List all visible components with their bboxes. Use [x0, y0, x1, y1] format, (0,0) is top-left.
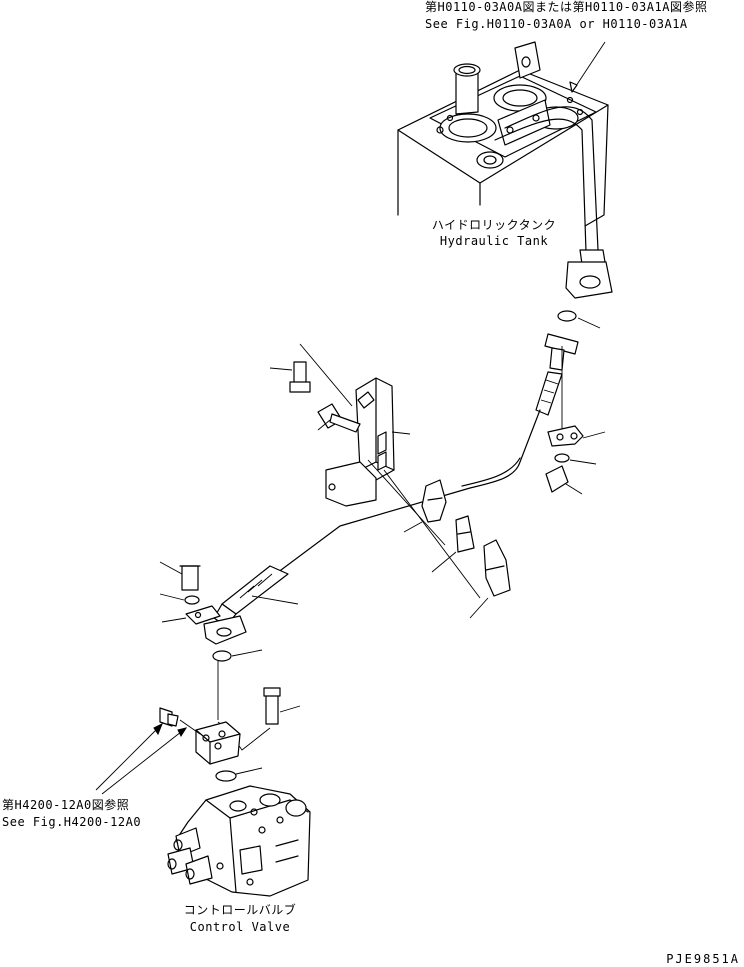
- hydraulic-tank-label-en: Hydraulic Tank: [439, 234, 549, 248]
- upper-hose-fitting: [535, 333, 579, 416]
- mounting-bracket: [325, 377, 395, 507]
- tank-reference-jp: 第H0110-03A0A図または第H0110-03A1A図参照: [425, 0, 708, 14]
- tank-reference-en: See Fig.H0110-03A0A or H0110-03A1A: [425, 17, 688, 31]
- valve-ref-leader-a: [95, 723, 163, 791]
- bolt-right: [545, 465, 569, 493]
- o-ring-upper: [557, 310, 577, 322]
- lower-hose-fitting: [213, 565, 289, 627]
- washer-left: [184, 595, 200, 605]
- hose-line: [229, 409, 541, 609]
- hydraulic-tank: [397, 41, 613, 299]
- washer-right: [554, 453, 570, 463]
- clamp-left: [185, 605, 221, 625]
- bolt-left: [181, 565, 199, 591]
- control-valve-label-jp: コントロールバルブ: [183, 903, 297, 917]
- clamp-a: [421, 479, 447, 523]
- o-ring-lower-a: [212, 650, 232, 662]
- tank-ref-arrowhead: [569, 81, 578, 93]
- valve-fitting-block: [195, 721, 241, 765]
- control-valve: [167, 785, 311, 897]
- tank-ref-leader: [571, 41, 606, 93]
- clamp-b: [455, 515, 475, 553]
- o-ring-lower-b: [215, 770, 237, 782]
- hydraulic-tank-label-jp: ハイドロリックタンク: [431, 218, 557, 232]
- valve-reference-en: See Fig.H4200-12A0: [2, 815, 142, 829]
- clamp-right: [547, 425, 584, 447]
- control-valve-label-en: Control Valve: [189, 920, 291, 934]
- drawing-id: PJE9851A: [666, 952, 740, 966]
- valve-reference-jp: 第H4200-12A0図参照: [2, 798, 130, 812]
- bolt-valve: [265, 691, 279, 725]
- valve-ref-leader-b: [101, 727, 187, 795]
- flange-plate: [203, 615, 247, 645]
